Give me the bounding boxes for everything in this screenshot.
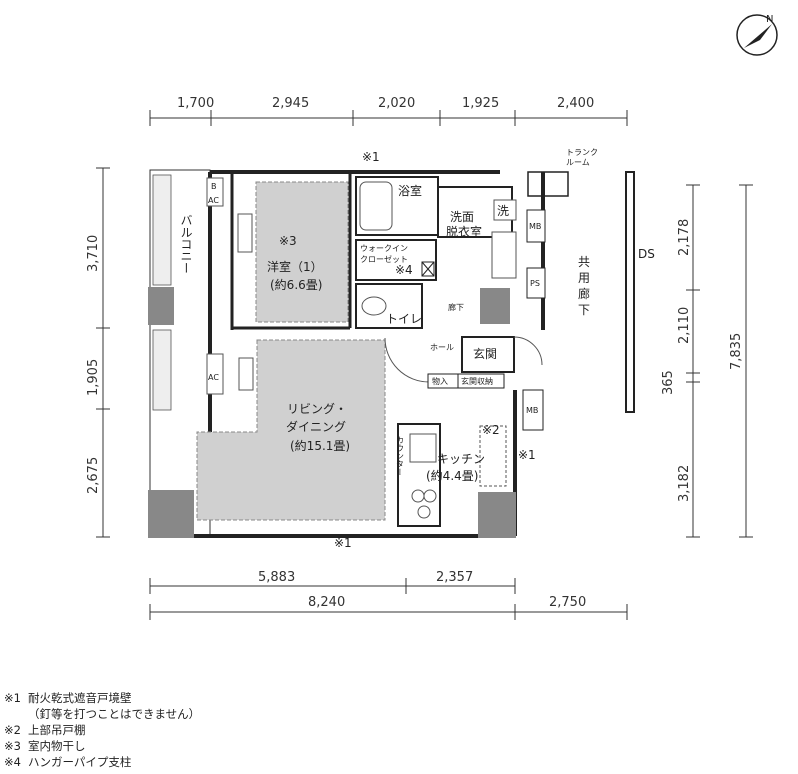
balcony-label: バルコニー	[179, 214, 193, 274]
dim-right-1: 2,178	[677, 219, 692, 256]
walk-in-closet	[355, 239, 437, 281]
dim-bottom-3: 8,240	[308, 595, 345, 610]
dining-label: ダイニング	[286, 419, 346, 434]
corridor-label: 廊下	[448, 302, 464, 312]
mark-hanger: ※4	[395, 263, 413, 277]
mb-label-2: MB	[526, 406, 538, 415]
shared-corridor-1: 共	[578, 255, 590, 269]
mark-drying: ※3	[279, 234, 297, 248]
dim-bottom-4: 2,750	[549, 595, 586, 610]
dim-left-2: 1,905	[86, 359, 101, 396]
dim-top-3: 2,020	[378, 96, 415, 111]
western-room-area: (約6.6畳)	[270, 277, 322, 292]
mark-cabinet: ※2	[482, 423, 500, 437]
toilet	[355, 283, 423, 329]
mark-right-wall: ※1	[518, 448, 536, 462]
hall-label: ホール	[430, 343, 454, 352]
note-item: （釘等を打つことはできません）	[28, 707, 201, 721]
dim-bottom-2: 2,357	[436, 570, 473, 585]
dim-bottom-1: 5,883	[258, 570, 295, 585]
ps-label: PS	[530, 279, 540, 288]
western-room-label: 洋室（1）	[267, 259, 323, 274]
ac-label-1: AC	[208, 196, 219, 205]
dim-top-5: 2,400	[557, 96, 594, 111]
north-compass-icon: N	[736, 14, 778, 56]
dim-right-4: 3,182	[677, 465, 692, 502]
dimension-left	[96, 167, 110, 538]
washer-label: 洗	[497, 204, 509, 218]
b-label: B	[211, 182, 217, 191]
wic-label-2: クローゼット	[360, 254, 408, 264]
column-bottom-right	[478, 492, 516, 538]
shoe-storage-label: 玄関収納	[461, 376, 493, 386]
dim-left-1: 3,710	[86, 235, 101, 272]
dim-right-2: 2,110	[677, 307, 692, 344]
ds-label: DS	[638, 247, 655, 261]
kitchen-label: キッチン	[437, 452, 485, 466]
floor-plan: N 1,700 2,945 2,020 1,925 2,400 3,710 1,…	[86, 14, 778, 620]
dim-right-3: 365	[661, 370, 676, 395]
dim-right-total: 7,835	[729, 333, 744, 370]
living-area: (約15.1畳)	[290, 438, 350, 453]
ac-label-2: AC	[208, 373, 219, 382]
entrance-label: 玄関	[473, 346, 497, 361]
shared-corridor-3: 廊	[578, 286, 590, 301]
compass-label: N	[766, 14, 773, 25]
dimension-top	[149, 110, 628, 126]
washroom-label-2: 脱衣室	[446, 224, 482, 239]
shared-corridor-4: 下	[578, 303, 590, 317]
mark-bottom-wall: ※1	[334, 536, 352, 550]
dim-top-4: 1,925	[462, 96, 499, 111]
western-room	[230, 172, 352, 330]
bath	[355, 176, 439, 236]
dim-top-2: 2,945	[272, 96, 309, 111]
column-right	[480, 288, 510, 324]
storage-label: 物入	[432, 376, 448, 386]
counter-label: カウンター	[396, 436, 405, 476]
dim-top-1: 1,700	[177, 96, 214, 111]
utility-shafts	[206, 177, 546, 431]
entrance-area	[384, 336, 543, 389]
washroom-label-1: 洗面	[450, 210, 474, 224]
trunk-room	[527, 171, 569, 197]
toilet-label: トイレ	[386, 312, 422, 326]
bath-label: 浴室	[398, 183, 422, 198]
ds-shaft	[625, 171, 635, 413]
dimension-right	[686, 184, 753, 538]
kitchen-area: (約4.4畳)	[426, 468, 478, 483]
trunk-label-1: トランク	[566, 148, 598, 157]
trunk-label-2: ルーム	[566, 158, 590, 167]
kitchen	[397, 423, 507, 527]
mark-top-wall: ※1	[362, 150, 380, 164]
mb-label-1: MB	[529, 222, 541, 231]
living-label: リビング・	[287, 402, 347, 416]
washroom	[437, 186, 517, 279]
dimension-bottom	[149, 578, 628, 620]
wic-label-1: ウォークイン	[360, 244, 408, 253]
shared-corridor-2: 用	[578, 271, 590, 285]
dim-left-3: 2,675	[86, 457, 101, 494]
